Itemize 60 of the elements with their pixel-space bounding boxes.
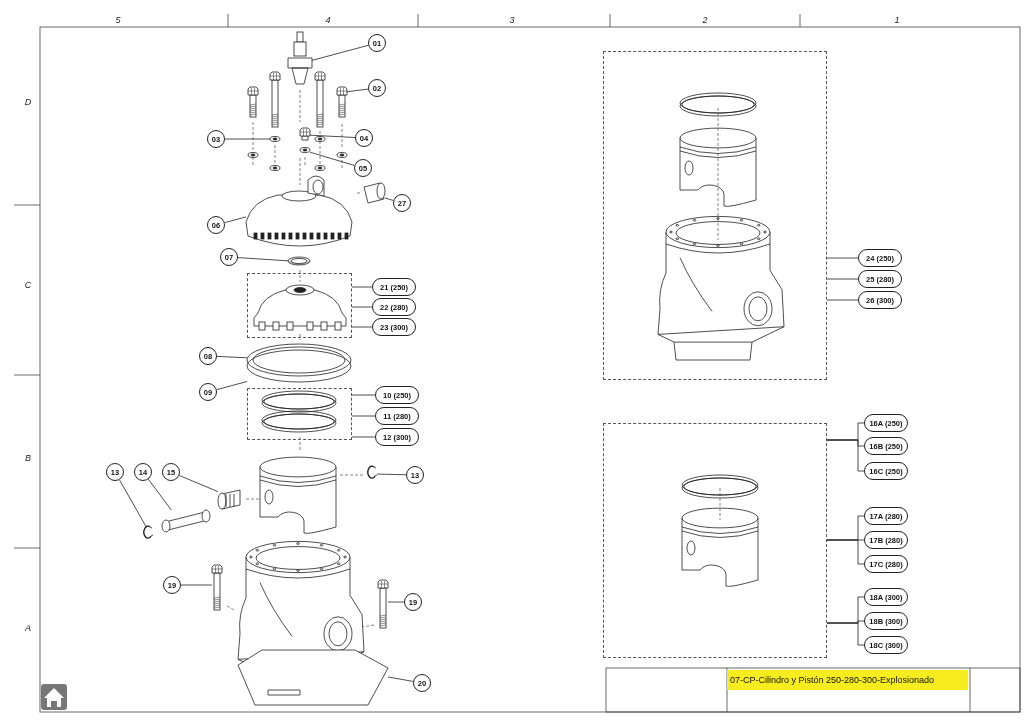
grid-column-label: 5 — [115, 15, 121, 25]
gasket-drawing — [246, 349, 352, 383]
spark-plug-drawing — [287, 31, 313, 85]
grid-row-label: B — [25, 453, 31, 463]
leader-line — [180, 584, 213, 586]
cylinder-head-drawing — [245, 175, 353, 247]
bolt-drawing — [299, 127, 311, 141]
leader-line — [147, 478, 172, 511]
leader-line — [826, 439, 865, 472]
leader-line — [351, 326, 373, 328]
dashed-group-box — [247, 273, 352, 338]
grid-column-label: 1 — [894, 15, 900, 25]
leader-line — [376, 473, 407, 476]
leader-line — [311, 44, 369, 61]
leader-line — [237, 257, 289, 262]
drawing-title: 07-CP-Cilindro y Pistón 250-280-300-Explosionado — [727, 670, 968, 690]
dashed-group-box — [247, 388, 352, 440]
leader-line — [826, 278, 859, 280]
dashed-group-box — [603, 51, 827, 380]
leader-line — [387, 601, 405, 603]
grid-column-label: 3 — [509, 15, 515, 25]
leader-line — [826, 622, 865, 646]
grid-row-label: A — [25, 623, 31, 633]
leader-line — [178, 475, 219, 493]
leader-line — [216, 356, 248, 359]
circlip-drawing — [367, 465, 378, 479]
o-ring-drawing — [287, 256, 311, 266]
bolt-drawing — [336, 86, 348, 118]
grid-column-label: 4 — [325, 15, 331, 25]
leader-line — [119, 479, 147, 527]
leader-line — [346, 88, 369, 93]
gasket-drawing — [246, 343, 352, 377]
leader-line — [826, 539, 865, 565]
leader-line — [224, 216, 247, 224]
plug-cap-drawing — [363, 182, 386, 204]
washer-drawing — [299, 147, 311, 153]
grid-row-label: C — [24, 280, 32, 290]
leader-line — [216, 381, 248, 391]
leader-line — [351, 415, 376, 417]
leader-line — [387, 676, 414, 682]
circlip-drawing — [143, 525, 154, 539]
leader-line — [826, 257, 859, 259]
grid-column-label: 2 — [702, 15, 708, 25]
needle-bearing-drawing — [217, 489, 241, 510]
leader-line — [351, 286, 373, 288]
grid-row-label: D — [24, 97, 32, 107]
leader-line — [351, 436, 376, 438]
bolt-drawing — [211, 564, 223, 611]
leader-line — [384, 197, 394, 201]
leader-line — [309, 134, 356, 138]
piston-pin-drawing — [161, 509, 211, 533]
bolt-drawing — [377, 579, 389, 629]
leader-line — [351, 394, 376, 396]
leader-line — [826, 299, 859, 301]
base-gasket-drawing — [237, 649, 389, 706]
washer-drawing — [269, 136, 281, 142]
leader-line — [309, 151, 355, 166]
dashed-group-box — [603, 423, 827, 658]
leader-line — [224, 138, 271, 140]
leader-line — [351, 306, 373, 308]
